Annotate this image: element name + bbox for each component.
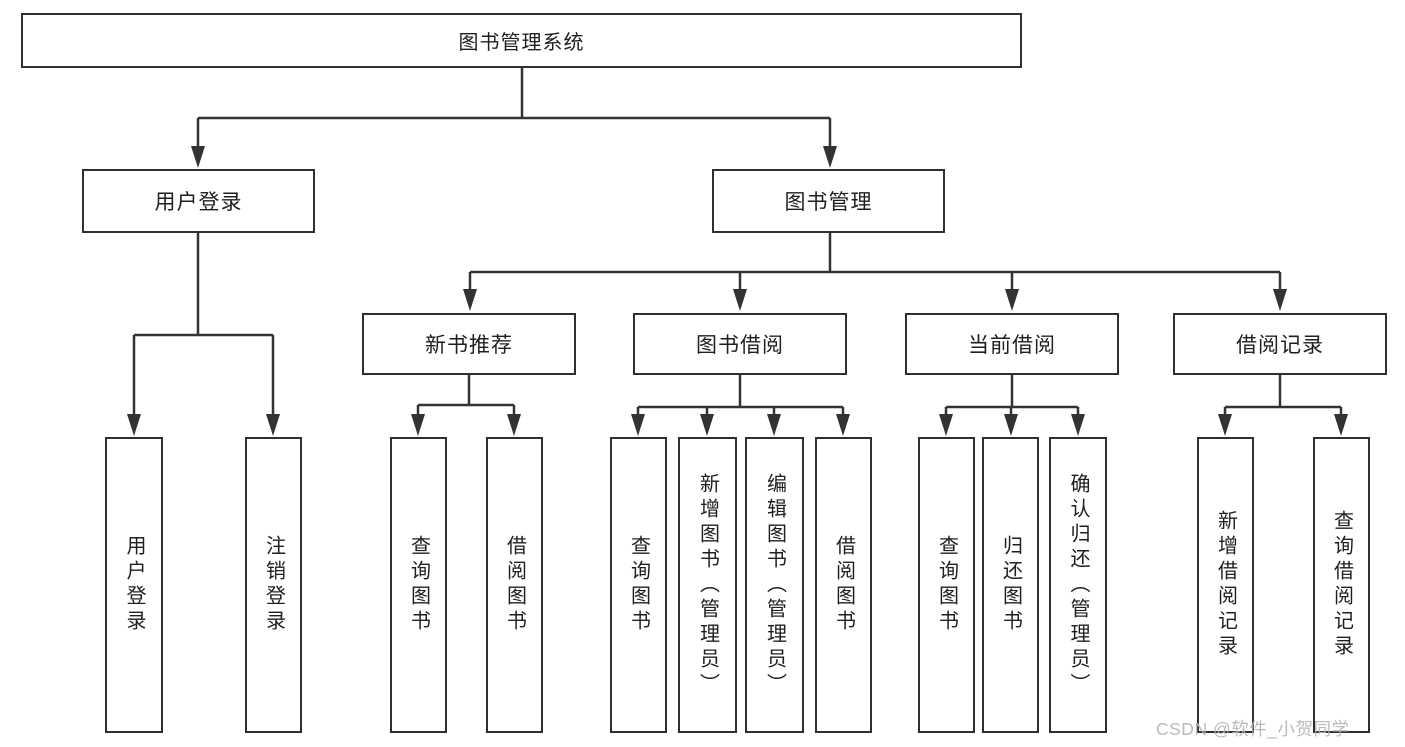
node-label: 借阅图书 bbox=[503, 535, 526, 635]
node-borrowing-records: 借阅记录 bbox=[1173, 313, 1387, 375]
node-label: 查询借阅记录 bbox=[1330, 510, 1353, 660]
node-label: 查询图书 bbox=[935, 535, 958, 635]
node-label: 注销登录 bbox=[262, 535, 285, 635]
node-label: 编辑图书（管理员） bbox=[763, 472, 786, 698]
leaf-query-books-borrow: 查询图书 bbox=[610, 437, 667, 733]
node-label: 查询图书 bbox=[627, 535, 650, 635]
leaf-add-books-admin: 新增图书（管理员） bbox=[678, 437, 737, 733]
leaf-return-books: 归还图书 bbox=[982, 437, 1039, 733]
node-label: 新书推荐 bbox=[425, 334, 513, 357]
node-label: 当前借阅 bbox=[968, 334, 1056, 357]
leaf-user-login: 用户登录 bbox=[105, 437, 163, 733]
node-book-management: 图书管理 bbox=[712, 169, 945, 233]
node-user-login: 用户登录 bbox=[82, 169, 315, 233]
node-current-borrowing: 当前借阅 bbox=[905, 313, 1119, 375]
leaf-add-borrow-record: 新增借阅记录 bbox=[1197, 437, 1254, 733]
arrowheads bbox=[127, 146, 1348, 436]
node-label: 新增借阅记录 bbox=[1214, 510, 1237, 660]
node-label: 借阅记录 bbox=[1236, 334, 1324, 357]
node-book-borrowing: 图书借阅 bbox=[633, 313, 847, 375]
leaf-borrow-books: 借阅图书 bbox=[815, 437, 872, 733]
node-label: 借阅图书 bbox=[832, 535, 855, 635]
leaf-confirm-return-admin: 确认归还（管理员） bbox=[1049, 437, 1107, 733]
leaf-query-books-recommend: 查询图书 bbox=[390, 437, 447, 733]
node-label: 归还图书 bbox=[999, 535, 1022, 635]
node-label: 查询图书 bbox=[407, 535, 430, 635]
node-library-management-system: 图书管理系统 bbox=[21, 13, 1022, 68]
node-label: 新增图书（管理员） bbox=[696, 472, 719, 698]
node-label: 用户登录 bbox=[123, 535, 145, 635]
leaf-query-books-current: 查询图书 bbox=[918, 437, 975, 733]
node-label: 用户登录 bbox=[154, 191, 243, 214]
csdn-watermark: CSDN @软件_小贺同学 bbox=[1156, 719, 1350, 739]
leaf-borrow-books-recommend: 借阅图书 bbox=[486, 437, 543, 733]
node-new-book-recommendation: 新书推荐 bbox=[362, 313, 576, 375]
leaf-logout: 注销登录 bbox=[245, 437, 302, 733]
node-label: 图书管理 bbox=[784, 191, 873, 214]
node-label: 确认归还（管理员） bbox=[1067, 472, 1089, 698]
node-label: 图书借阅 bbox=[696, 334, 784, 357]
leaf-query-borrow-record: 查询借阅记录 bbox=[1313, 437, 1370, 733]
node-label: 图书管理系统 bbox=[458, 32, 585, 54]
leaf-edit-books-admin: 编辑图书（管理员） bbox=[745, 437, 804, 733]
